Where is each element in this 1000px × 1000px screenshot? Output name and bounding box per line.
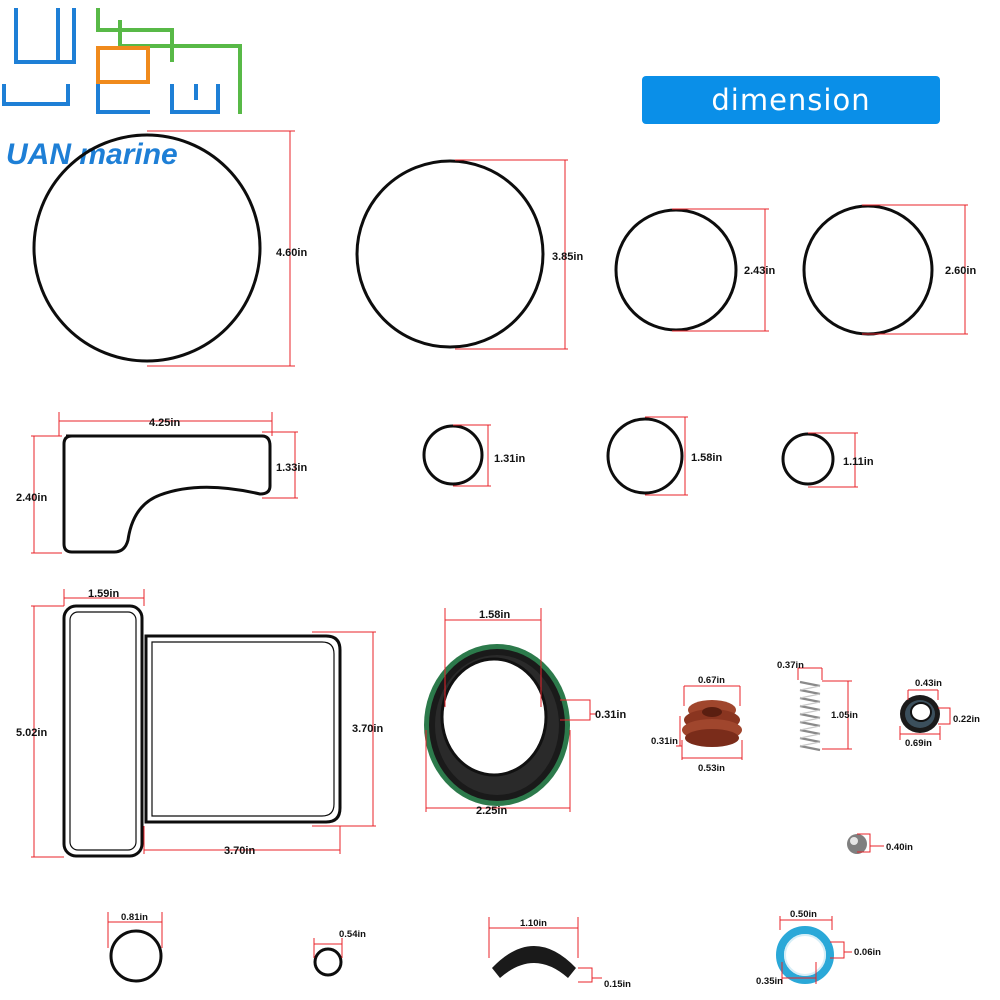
o-ring-1-11: 1.11in xyxy=(781,432,874,488)
label-3-70-width: 3.70in xyxy=(224,845,255,857)
label-2-40: 2.40in xyxy=(16,492,47,504)
label-1-11: 1.11in xyxy=(843,456,874,468)
label-1-31: 1.31in xyxy=(494,453,525,465)
label-1-58: 1.58in xyxy=(691,452,722,464)
label-2-43: 2.43in xyxy=(744,265,775,277)
o-ring-1-31: 1.31in xyxy=(422,424,525,487)
dimension-banner: dimension xyxy=(642,76,940,124)
o-ring-3-85: 3.85in xyxy=(355,159,583,350)
brand-name: UAN marine xyxy=(6,138,178,171)
arc-seal: 1.10in 0.15in xyxy=(488,917,631,990)
o-ring-0-81: 0.81in xyxy=(107,912,163,983)
label-blue-ring-side: 0.06in xyxy=(854,947,881,958)
label-seal-inner: 1.58in xyxy=(479,609,510,621)
label-0-81: 0.81in xyxy=(121,912,148,923)
small-lip-seal: 0.43in 0.22in 0.69in xyxy=(899,678,980,749)
rectangular-gasket-right: 3.70in 3.70in xyxy=(143,631,383,857)
label-seal-thickness: 0.31in xyxy=(595,709,626,721)
label-spring-width: 0.37in xyxy=(777,660,804,671)
label-4-25: 4.25in xyxy=(149,417,180,429)
shaped-gasket: 4.25in 2.40in 1.33in xyxy=(16,412,307,554)
o-ring-2-43: 2.43in xyxy=(614,208,775,332)
label-small-seal-top: 0.43in xyxy=(915,678,942,689)
o-ring-2-60: 2.60in xyxy=(802,204,976,336)
label-spring-length: 1.05in xyxy=(831,710,858,721)
logo-mark xyxy=(2,8,242,114)
label-small-seal-side: 0.22in xyxy=(953,714,980,725)
label-seal-outer: 2.25in xyxy=(476,805,507,817)
label-3-85: 3.85in xyxy=(552,251,583,263)
label-arc-thickness: 0.15in xyxy=(604,979,631,990)
oil-seal: 1.58in 2.25in 0.31in xyxy=(424,608,626,817)
bellows-boot: 0.67in 0.53in 0.31in xyxy=(651,675,743,774)
label-0-54: 0.54in xyxy=(339,929,366,940)
label-arc-width: 1.10in xyxy=(520,918,547,929)
label-blue-ring-bottom: 0.35in xyxy=(756,976,783,987)
label-blue-ring-top: 0.50in xyxy=(790,909,817,920)
label-1-33: 1.33in xyxy=(276,462,307,474)
blue-seal-ring: 0.50in 0.06in 0.35in xyxy=(756,909,881,987)
o-ring-0-54: 0.54in xyxy=(313,929,366,977)
o-ring-1-58: 1.58in xyxy=(606,416,722,496)
label-ball: 0.40in xyxy=(886,842,913,853)
compression-spring: 0.37in 1.05in xyxy=(777,660,858,752)
rectangular-gasket-left: 1.59in 5.02in xyxy=(16,588,145,858)
label-5-02: 5.02in xyxy=(16,727,47,739)
label-1-59: 1.59in xyxy=(88,588,119,600)
label-2-60: 2.60in xyxy=(945,265,976,277)
label-bellows-height: 0.31in xyxy=(651,736,678,747)
label-3-70-height: 3.70in xyxy=(352,723,383,735)
label-4-60: 4.60in xyxy=(276,247,307,259)
steel-ball: 0.40in xyxy=(847,833,913,854)
o-ring-4-60: 4.60in xyxy=(32,130,307,367)
uan-marine-logo: UAN marine xyxy=(2,8,242,171)
label-small-seal-bottom: 0.69in xyxy=(905,738,932,749)
label-bellows-bottom: 0.53in xyxy=(698,763,725,774)
label-bellows-top: 0.67in xyxy=(698,675,725,686)
